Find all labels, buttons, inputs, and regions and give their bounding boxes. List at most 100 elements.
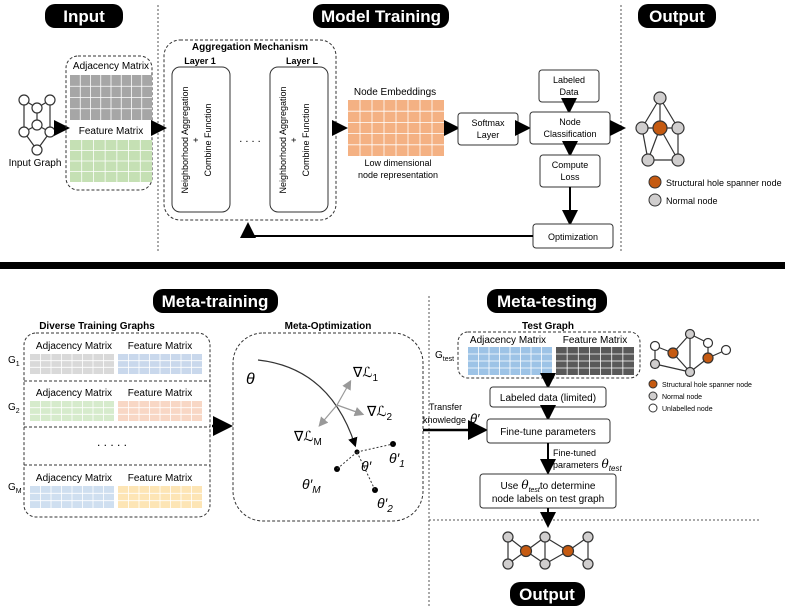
theta-prime-m-label: θ′M: [302, 476, 321, 496]
svg-text:Meta-training: Meta-training: [162, 292, 269, 311]
node-embeddings-label: Node Embeddings: [354, 87, 436, 98]
gm-feature-grid: [118, 486, 202, 508]
grad-l2-arrow: [336, 404, 365, 417]
model-training-section-label: Model Training: [313, 4, 449, 28]
g2-adjacency-grid: [30, 401, 114, 421]
svg-text:Model Training: Model Training: [321, 7, 441, 26]
adjacency-matrix-label: Adjacency Matrix: [73, 61, 149, 72]
svg-text:Output: Output: [519, 585, 575, 604]
feedback-arrow: [240, 222, 533, 238]
meta-testing-section-label: Meta-testing: [487, 289, 607, 313]
meta-optimization-box: [232, 332, 424, 522]
svg-text:Input: Input: [63, 7, 105, 26]
low-dimensional-label-2: node representation: [358, 170, 438, 180]
svg-text:Structural hole spanner node: Structural hole spanner node: [662, 382, 752, 389]
legend-bottom: Structural hole spanner node Normal node…: [648, 379, 752, 413]
g1-adjacency-label: Adjacency Matrix: [36, 341, 112, 352]
diverse-training-graphs-title: Diverse Training Graphs: [39, 321, 155, 332]
fine-tuned-label-1: Fine-tuned: [553, 448, 596, 458]
input-section-label: Input: [45, 4, 123, 28]
svg-text:Meta-testing: Meta-testing: [497, 292, 597, 311]
low-dimensional-label-1: Low dimensional: [364, 158, 431, 168]
theta-prime-2-label: θ′2: [377, 495, 393, 515]
transfer-label-1: Transfer: [429, 402, 462, 412]
svg-text:Structural hole spanner node: Structural hole spanner node: [666, 178, 782, 188]
test-feature-grid: [556, 347, 634, 375]
node-classification-label-2: Classification: [543, 129, 596, 139]
grad-l1-label: ∇ℒ1: [352, 364, 378, 384]
compute-loss-label-1: Compute: [552, 160, 589, 170]
test-graph-title: Test Graph: [522, 321, 574, 332]
theta-label: θ: [246, 371, 255, 388]
g1-feature-grid: [118, 354, 202, 374]
test-adjacency-label: Adjacency Matrix: [470, 335, 546, 346]
layers-ellipsis: . . . .: [239, 133, 260, 145]
theta-prime-label: θ′: [361, 458, 373, 474]
node-classification-label-1: Node: [559, 117, 581, 127]
theta-prime-2-point: [372, 487, 378, 493]
svg-text:Output: Output: [649, 7, 705, 26]
gm-adjacency-label: Adjacency Matrix: [36, 473, 112, 484]
test-adjacency-grid: [468, 347, 552, 375]
gm-feature-label: Feature Matrix: [128, 473, 192, 484]
use-theta-label-2: node labels on test graph: [492, 494, 604, 505]
softmax-label-1: Softmax: [471, 118, 505, 128]
output-graph-top: [635, 91, 685, 167]
theta-to-theta2: [356, 451, 376, 491]
g2-label: G2: [8, 402, 20, 415]
feature-matrix-grid: [70, 140, 152, 182]
bottom-output-section-label: Output: [510, 582, 585, 606]
feature-matrix-label: Feature Matrix: [79, 126, 143, 137]
softmax-label-2: Layer: [477, 130, 500, 140]
svg-text:Neighborhood Aggregation: Neighborhood Aggregation: [278, 86, 288, 193]
fine-tune-label: Fine-tune parameters: [500, 427, 596, 438]
layer1-text: Neighborhood Aggregation + Combine Funct…: [180, 86, 213, 193]
compute-loss-label-2: Loss: [560, 172, 580, 182]
g2-feature-label: Feature Matrix: [128, 388, 192, 399]
svg-text:Combine Function: Combine Function: [203, 103, 213, 176]
grad-l1-arrow: [336, 379, 352, 406]
gm-adjacency-grid: [30, 486, 114, 508]
layer1-label: Layer 1: [184, 56, 216, 66]
test-graph-icon: [649, 328, 732, 378]
output-graph-bottom: [502, 531, 594, 570]
theta-to-thetam: [336, 451, 358, 470]
grad-lm-label: ∇ℒM: [293, 428, 322, 448]
g1-label: G1: [8, 355, 20, 368]
layerL-text: Neighborhood Aggregation + Combine Funct…: [278, 86, 311, 193]
g2-feature-grid: [118, 401, 202, 421]
labeled-limited-label: Labeled data (limited): [500, 393, 596, 404]
node-embeddings-grid: [348, 100, 444, 156]
diverse-training-graphs-box: [23, 332, 211, 518]
adjacency-matrix-grid: [70, 75, 152, 120]
input-graph: [18, 94, 56, 156]
g2-adjacency-label: Adjacency Matrix: [36, 388, 112, 399]
transfer-theta: θ′: [470, 411, 480, 426]
svg-text:Combine Function: Combine Function: [301, 103, 311, 176]
meta-optimization-title: Meta-Optimization: [285, 321, 372, 332]
transfer-label-2: knowledge: [423, 415, 466, 425]
labeled-data-label-2: Data: [559, 87, 578, 97]
layerL-label: Layer L: [286, 56, 319, 66]
grad-lm-arrow: [318, 404, 338, 427]
g1-adjacency-grid: [30, 354, 114, 374]
meta-path-curve: [257, 359, 358, 448]
aggregation-title: Aggregation Mechanism: [192, 42, 308, 53]
svg-text:Normal node: Normal node: [666, 196, 718, 206]
test-feature-label: Feature Matrix: [563, 335, 627, 346]
optimization-label: Optimization: [548, 232, 598, 242]
svg-text:Unlabelled node: Unlabelled node: [662, 406, 713, 413]
output-section-label: Output: [638, 4, 716, 28]
theta-prime-1-label: θ′1: [389, 450, 405, 470]
g-test-label: Gtest: [435, 350, 454, 363]
legend-top: Structural hole spanner node Normal node: [648, 175, 782, 207]
svg-text:+: +: [191, 137, 201, 142]
aggregation-mechanism-box: [163, 39, 337, 221]
section-divider: [0, 262, 785, 269]
grad-l2-label: ∇ℒ2: [366, 403, 392, 423]
gm-label: GM: [8, 482, 22, 495]
labeled-data-label-1: Labeled: [553, 75, 585, 85]
